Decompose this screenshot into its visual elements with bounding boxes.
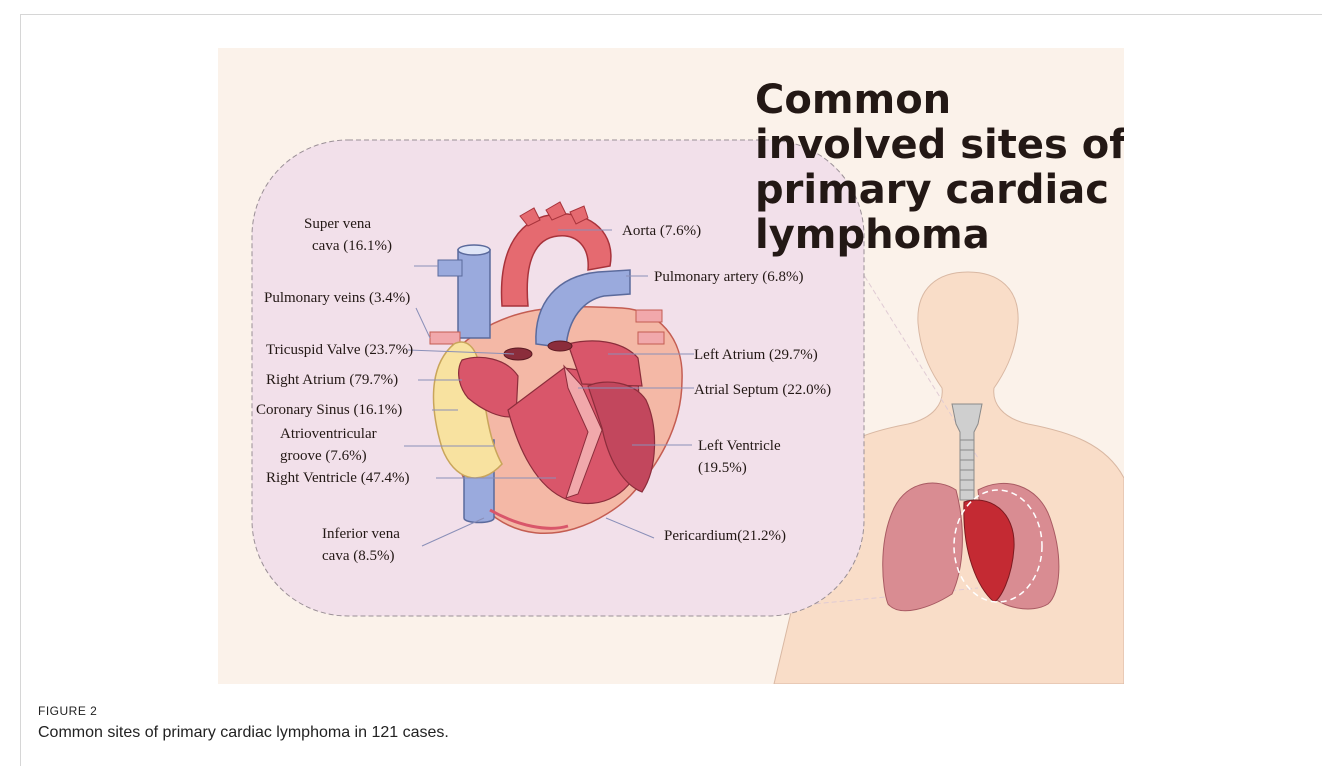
label-tricuspid-valve: Tricuspid Valve (23.7%) [266, 342, 413, 358]
label-right-atrium: Right Atrium (79.7%) [266, 372, 398, 388]
figure-number: FIGURE 2 [38, 704, 97, 718]
label-atrial-septum: Atrial Septum (22.0%) [694, 382, 831, 398]
label-right-ventricle: Right Ventricle (47.4%) [266, 470, 409, 486]
figure-title: Common involved sites of primary cardiac… [755, 78, 1124, 258]
label-aorta: Aorta (7.6%) [622, 223, 701, 239]
pulmonary-veins-left-2 [638, 332, 664, 344]
label-left-ventricle-2: (19.5%) [698, 460, 747, 476]
label-coronary-sinus: Coronary Sinus (16.1%) [256, 402, 402, 418]
label-pulmonary-artery: Pulmonary artery (6.8%) [654, 269, 804, 285]
label-ivc-2: cava (8.5%) [322, 548, 394, 564]
svc-branch [438, 260, 462, 276]
label-left-atrium: Left Atrium (29.7%) [694, 347, 818, 363]
label-pulmonary-veins: Pulmonary veins (3.4%) [264, 290, 410, 306]
label-ivc-1: Inferior vena [322, 526, 400, 542]
label-svc-1: Super vena [304, 216, 371, 232]
label-av-groove-1: Atrioventricular [280, 426, 377, 442]
label-left-ventricle-1: Left Ventricle [698, 438, 781, 454]
label-pericardium: Pericardium(21.2%) [664, 528, 786, 544]
figure-panel: Super vena cava (16.1%) Pulmonary veins … [218, 48, 1124, 684]
label-av-groove-2: groove (7.6%) [280, 448, 367, 464]
label-svc-2: cava (16.1%) [312, 238, 392, 254]
superior-vena-cava [458, 250, 490, 338]
mitral-valve [548, 341, 572, 351]
pulmonary-veins-right [430, 332, 460, 344]
figure-caption: Common sites of primary cardiac lymphoma… [38, 724, 449, 742]
svc-opening [458, 245, 490, 255]
pulmonary-veins-left [636, 310, 662, 322]
left-rule [20, 14, 21, 766]
top-rule [20, 14, 1322, 15]
